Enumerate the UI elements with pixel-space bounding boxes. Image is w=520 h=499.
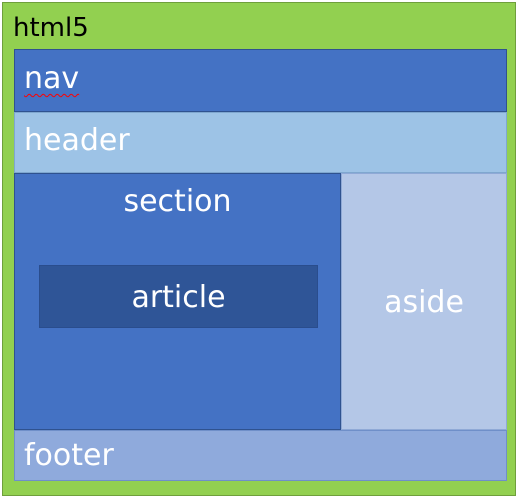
section-label: section: [123, 184, 232, 219]
article-block: article: [39, 265, 318, 328]
aside-block: aside: [341, 173, 507, 430]
nav-block: nav: [14, 49, 507, 112]
html5-title: html5: [13, 13, 89, 43]
article-label: article: [131, 280, 226, 315]
header-label: header: [24, 123, 130, 158]
header-block: header: [14, 112, 507, 173]
footer-label: footer: [24, 438, 114, 473]
footer-block: footer: [14, 430, 507, 481]
aside-label: aside: [384, 285, 464, 320]
nav-label: nav: [24, 61, 80, 96]
